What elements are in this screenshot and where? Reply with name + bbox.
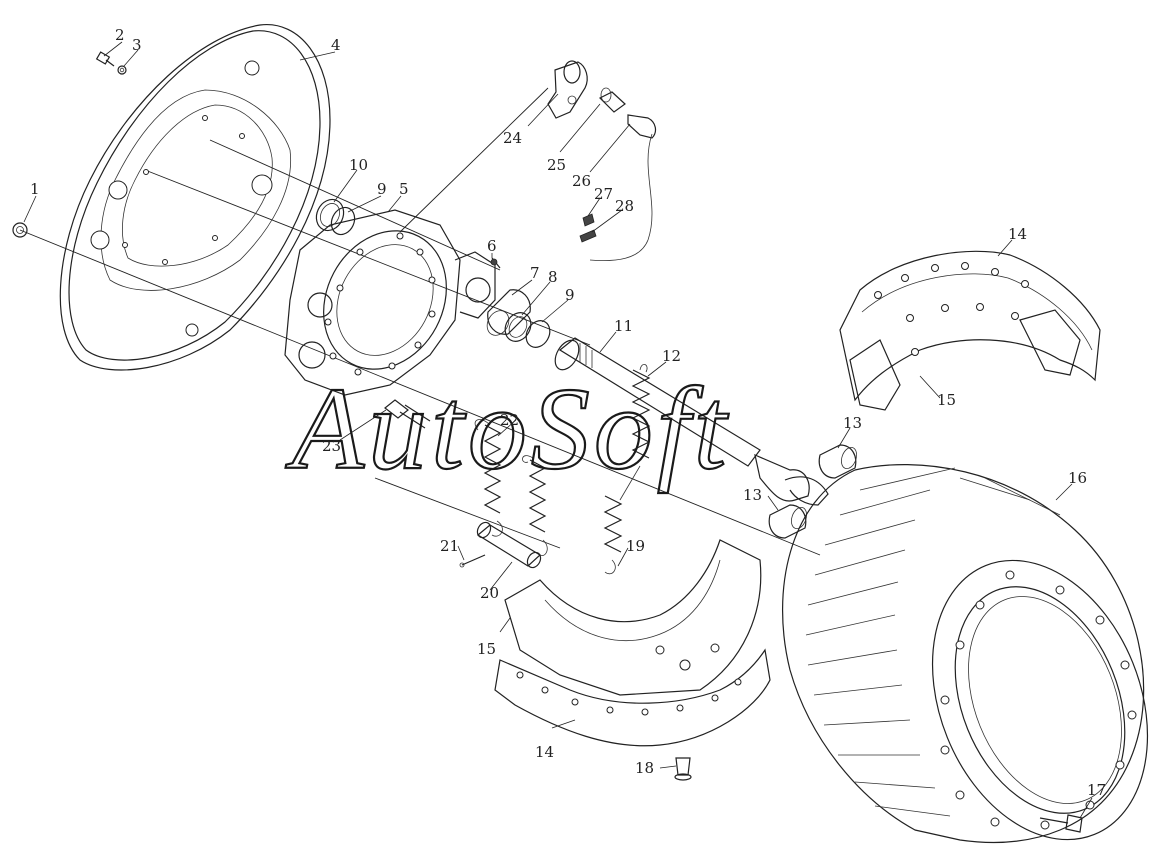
seal-part-10 [315,198,345,232]
callout-9a: 9 [377,180,387,198]
bolt-part-23 [384,399,431,429]
callout-17: 17 [1087,781,1106,799]
anchor-pin-part-20 [476,521,542,569]
callout-7: 7 [530,264,540,282]
brake-spider [284,209,496,396]
bracket-part-24 [547,60,588,119]
o-ring-part-9b [525,320,551,348]
callout-labels: 1 2 3 4 5 6 7 8 9 9 10 11 12 13 13 14 14… [30,26,1106,799]
callout-3: 3 [132,36,142,54]
lower-brake-shoe [494,539,771,747]
callout-12: 12 [662,347,681,365]
callout-14a: 14 [1008,225,1027,243]
cotter-pin-part-21 [459,554,486,568]
rivet-part-18 [674,757,692,781]
assembly-axes [19,87,821,556]
callout-11: 11 [614,317,633,335]
leader-lines [23,41,1093,819]
callout-21: 21 [440,537,459,555]
callout-22: 22 [500,411,519,429]
callout-26: 26 [572,172,591,190]
camshaft-part-11 [554,337,829,506]
return-spring-part-19 [603,495,623,575]
grease-fitting-part-6 [490,257,501,269]
callout-6: 6 [487,237,497,255]
bolt-part-2 [95,51,115,67]
brake-drum [781,464,1149,843]
callout-28: 28 [615,197,634,215]
sleeve-part-25 [598,87,626,113]
nut-part-1 [12,222,28,238]
callout-16: 16 [1068,469,1087,487]
callout-1: 1 [30,180,40,198]
screw-part-28 [579,229,597,243]
callout-9b: 9 [565,286,575,304]
drum-cooling-fins [805,467,1061,817]
seal-part-8 [504,312,532,342]
callout-8: 8 [548,268,558,286]
clip-part-27 [582,213,595,227]
callout-13b: 13 [743,486,762,504]
callout-2: 2 [115,26,125,44]
o-ring-part-9a [330,206,356,236]
callout-24: 24 [503,129,522,147]
bolt-part-17 [1039,814,1083,833]
washer-part-3 [117,65,127,75]
watermark: AutoSoft [285,363,730,494]
cam-roller-part-13b [768,504,807,539]
cam-roller-part-13a [818,444,857,479]
callout-27: 27 [594,185,613,203]
callout-4: 4 [331,36,341,54]
callout-20: 20 [480,584,499,602]
upper-brake-shoe [839,250,1101,411]
bushing-part-7 [486,289,531,336]
wear-sensor-part-26 [589,114,657,261]
callout-14b: 14 [535,743,554,761]
callout-23: 23 [322,437,341,455]
callout-18: 18 [635,759,654,777]
callout-25: 25 [547,156,566,174]
callout-13a: 13 [843,414,862,432]
callout-15a: 15 [937,391,956,409]
backing-plate [59,24,331,371]
callout-5: 5 [399,180,409,198]
return-spring-part-12 [619,363,651,501]
callout-15b: 15 [477,640,496,658]
callout-19: 19 [626,537,645,555]
callout-10: 10 [349,156,368,174]
